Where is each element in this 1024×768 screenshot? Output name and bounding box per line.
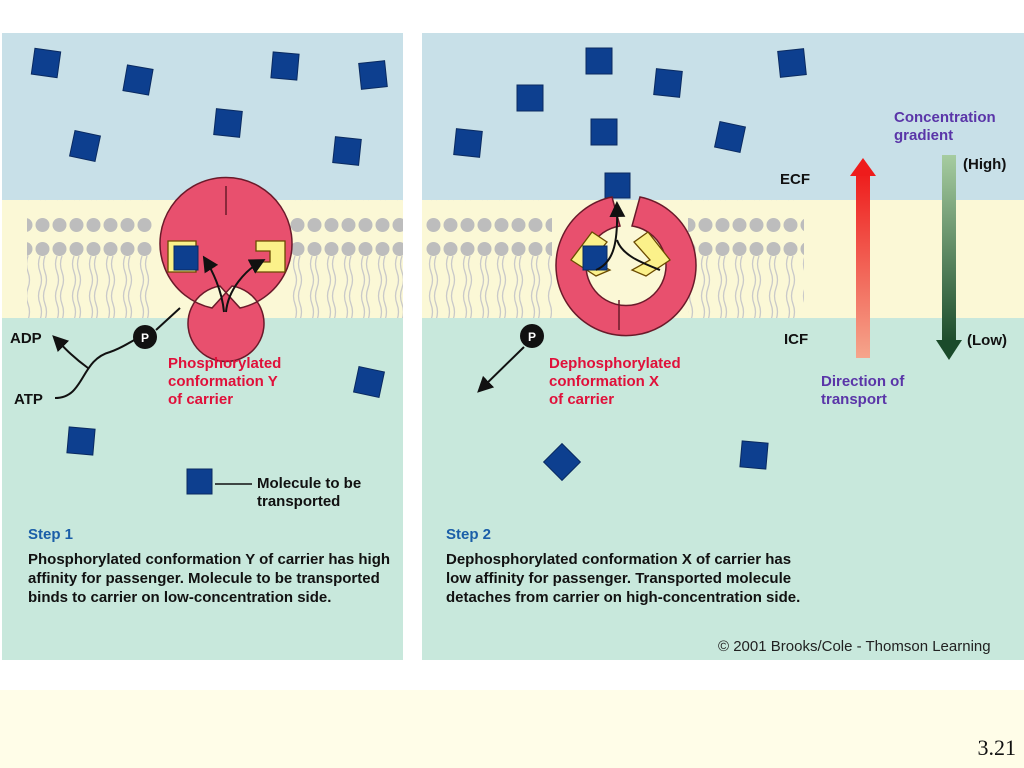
binding-arrow — [202, 255, 225, 313]
molecule — [590, 118, 618, 146]
molecule — [213, 108, 243, 138]
legend-label: Molecule to be transported — [257, 475, 362, 510]
carrier-x-label: Dephosphorylated conformation X of carri… — [549, 355, 681, 408]
adp-arrow — [52, 335, 89, 369]
molecule — [122, 64, 154, 96]
step-2-title: Step 2 — [446, 526, 492, 543]
low-label: (Low) — [967, 332, 1007, 349]
molecule — [516, 84, 544, 112]
ecf-label: ECF — [780, 171, 810, 188]
molecule — [66, 426, 96, 456]
lipid-bilayer — [424, 200, 552, 318]
phosphate-label: P — [140, 331, 149, 345]
phosphate-label: P — [527, 330, 536, 344]
adp-label: ADP — [10, 330, 42, 347]
legend-molecule — [186, 468, 213, 495]
direction-label: Direction of transport — [821, 373, 905, 408]
lipid-bilayer — [688, 200, 804, 318]
ecf-region — [422, 33, 1024, 200]
atp-label: ATP — [14, 391, 43, 408]
molecule — [453, 128, 483, 158]
molecules-panel-2 — [453, 47, 807, 482]
icf-label: ICF — [784, 331, 809, 348]
atp-arrow — [54, 337, 139, 399]
release-arrow — [595, 201, 626, 271]
slide-number: 3.21 — [977, 735, 1017, 760]
molecule — [713, 120, 747, 154]
copyright-notice: © 2001 Brooks/Cole - Thomson Learning — [718, 638, 991, 655]
carrier-protein-x — [555, 196, 697, 337]
ecf-region — [2, 33, 403, 200]
carrier-y-label: Phosphorylated conformation Y of carrier — [168, 355, 282, 408]
concentration-gradient-arrow — [936, 155, 962, 360]
panel-step-1 — [2, 33, 403, 660]
molecule — [270, 51, 300, 81]
molecule — [352, 365, 386, 399]
gradient-label: Concentration gradient — [894, 109, 996, 144]
binding-molecule — [173, 245, 199, 271]
release-arrow — [616, 239, 661, 271]
carrier-protein-y — [159, 176, 293, 363]
molecule — [604, 172, 631, 199]
phosphate-link — [155, 307, 181, 331]
molecule — [68, 129, 102, 163]
molecule — [777, 48, 807, 78]
icf-region — [422, 318, 1024, 660]
molecule — [585, 47, 613, 75]
phosphate-release-arrow — [477, 346, 525, 393]
direction-of-transport-arrow — [850, 158, 876, 358]
molecule — [542, 442, 582, 482]
molecule — [332, 136, 362, 166]
molecule — [358, 60, 388, 90]
molecule — [30, 47, 62, 79]
high-label: (High) — [963, 156, 1007, 173]
molecule — [653, 68, 683, 98]
step-1-title: Step 1 — [28, 526, 74, 543]
step-1-caption: Phosphorylated conformation Y of carrier… — [28, 551, 391, 606]
panel-step-2 — [422, 33, 1024, 660]
step-2-caption: Dephosphorylated conformation X of carri… — [446, 551, 801, 606]
binding-arrow — [225, 259, 266, 313]
lipid-bilayer — [27, 200, 152, 318]
molecule — [739, 440, 769, 470]
lipid-bilayer — [290, 200, 403, 318]
phosphate-group — [133, 324, 544, 349]
